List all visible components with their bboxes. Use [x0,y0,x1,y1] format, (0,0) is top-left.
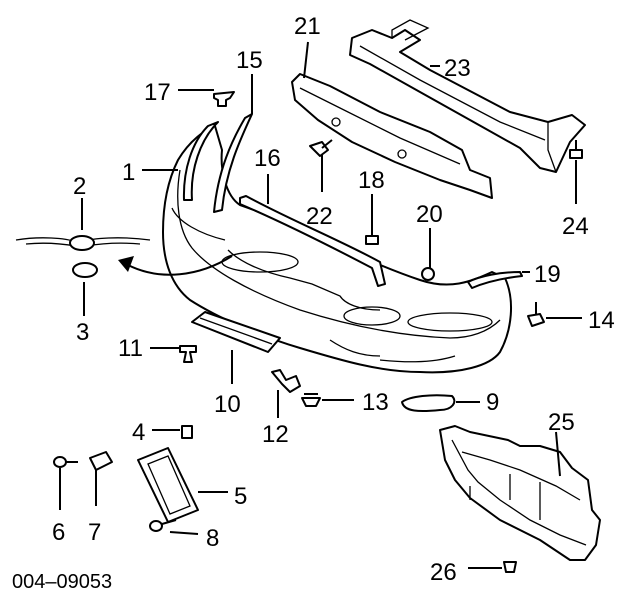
callout-4: 4 [132,419,145,446]
location-arrow [125,255,233,276]
part-20-nut [421,267,435,281]
part-26-screw [503,561,517,573]
fascia-edge-strip [182,121,219,201]
part-10-lower-panel [191,311,281,353]
callout-8: 8 [206,525,219,552]
callout-13: 13 [362,389,389,416]
callout-15: 15 [236,47,263,74]
callout-20: 20 [416,201,443,228]
part-8-screw [149,519,177,532]
callout-1: 1 [122,159,135,186]
callout-12: 12 [262,421,289,448]
part-7-grommet [89,451,113,471]
part-17-push-pin [213,91,235,107]
part-16-molding-strip [239,195,386,287]
part-11-clip [179,345,197,363]
callout-5: 5 [234,483,247,510]
leader-lines [59,41,582,569]
callout-10: 10 [214,391,241,418]
callout-23: 23 [444,55,471,82]
part-6-screw [53,456,78,468]
callout-7: 7 [88,519,101,546]
callout-22: 22 [306,203,333,230]
part-12-bracket [271,369,301,393]
part-23-reinforcement-beam [349,19,586,173]
part-9-cover [401,394,456,412]
location-arrowhead [118,256,134,272]
callout-19: 19 [534,261,561,288]
callout-26: 26 [430,559,457,586]
callout-16: 16 [254,145,281,172]
callout-2: 2 [73,173,86,200]
part-14-screw [527,302,545,327]
callout-17: 17 [144,79,171,106]
callout-6: 6 [52,519,65,546]
part-24-bolt [569,140,583,159]
part-18-stud [365,228,379,245]
callout-21: 21 [294,13,321,40]
callout-18: 18 [358,167,385,194]
part-2-winged-emblem [15,235,151,251]
callout-9: 9 [486,389,499,416]
part-22-bolt [309,139,333,157]
part-5-license-bracket [137,447,199,523]
part-15-molding-strip [213,113,253,213]
part-10-detail [199,317,273,345]
callout-11: 11 [118,335,143,362]
callout-14: 14 [588,307,615,334]
reference-code: 004–09053 [12,571,112,593]
part-13-clip [301,393,321,407]
part-3-emblem-small [72,262,98,278]
part-21-energy-absorber [291,73,493,199]
part-25-air-dam [439,425,601,561]
callout-25: 25 [548,409,575,436]
part-4-nut-clip [181,425,193,439]
callout-3: 3 [76,319,89,346]
part-19-seal-strip [467,271,523,289]
callout-24: 24 [562,213,589,240]
